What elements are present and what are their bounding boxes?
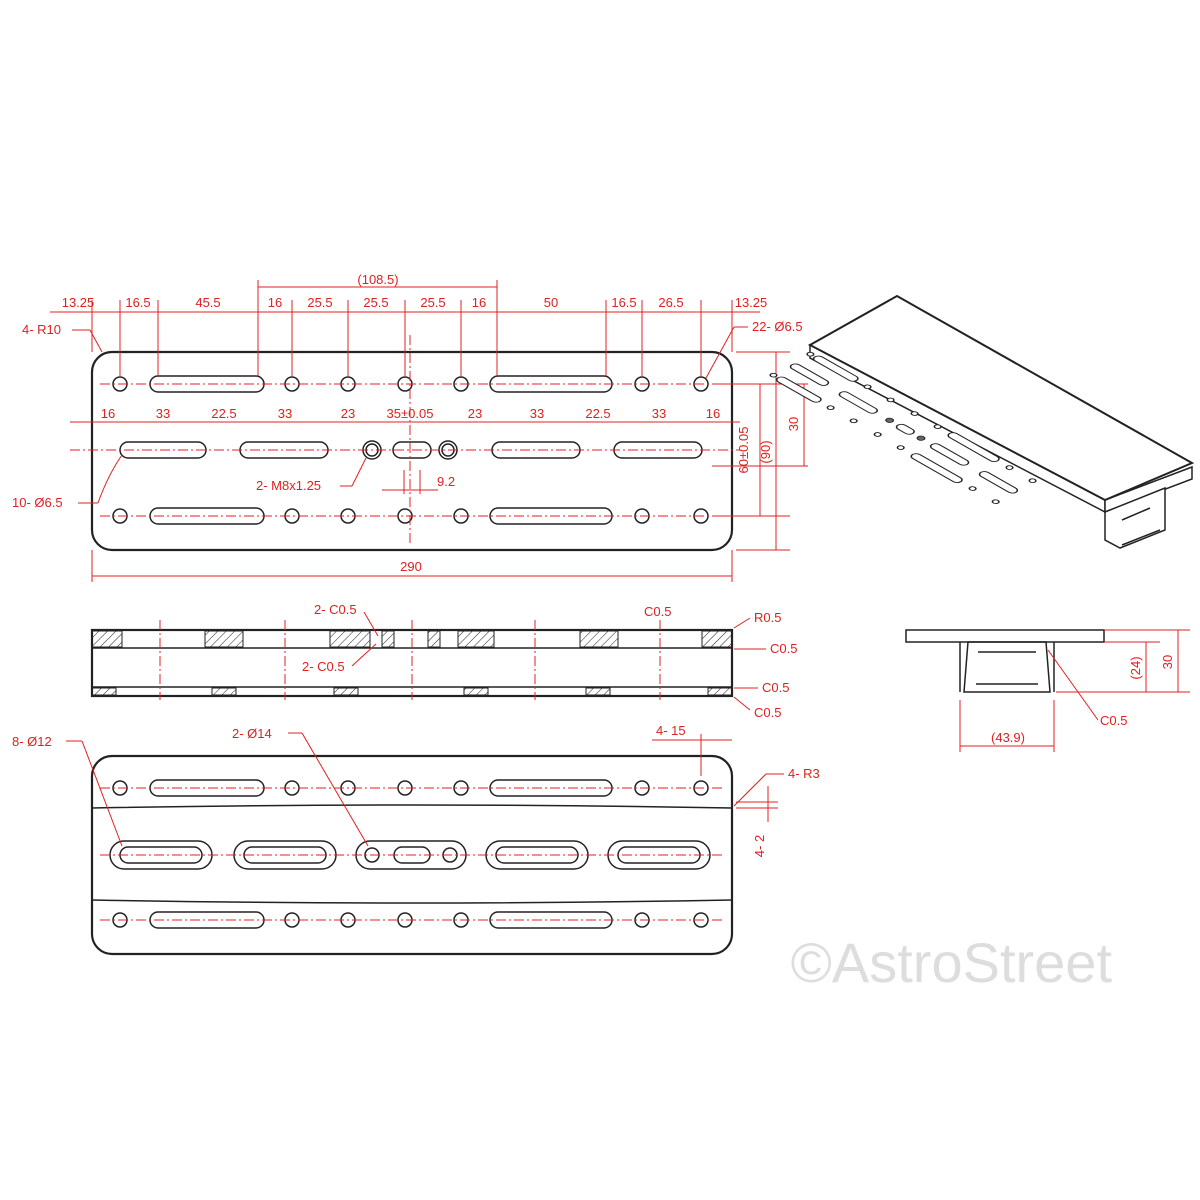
- dim-label: 25.5: [420, 295, 445, 310]
- dim-43-9: (43.9): [991, 730, 1025, 745]
- dim-label: 290: [400, 559, 422, 574]
- section-hatch-top: [91, 630, 733, 648]
- dim-label: 25.5: [307, 295, 332, 310]
- dim-24: (24): [1128, 656, 1143, 679]
- dim-4-2: 4- 2: [752, 835, 767, 857]
- dim-label: 16.5: [125, 295, 150, 310]
- iso-plate-top: [807, 294, 1195, 502]
- dim-label: 25.5: [363, 295, 388, 310]
- top-callouts: 4- R10 22- Ø6.5 10- Ø6.5 2- M8x1.25 9.2: [12, 319, 803, 510]
- callout-c05-mid: 2- C0.5: [302, 659, 345, 674]
- dim-label: 22.5: [211, 406, 236, 421]
- dim-label: 35±0.05: [387, 406, 434, 421]
- dim-label: 33: [156, 406, 170, 421]
- top-plate-outline: [90, 350, 734, 552]
- dim-290: 290: [91, 550, 733, 582]
- callout-c05-c: C0.5: [754, 705, 781, 720]
- right-dims: 60±0.05 (90) 30: [712, 351, 808, 551]
- iso-rail: [1104, 486, 1166, 549]
- dim-label: 33: [652, 406, 666, 421]
- callout-holes-22: 22- Ø6.5: [752, 319, 803, 334]
- dim-label: 50: [544, 295, 558, 310]
- dim-label: (108.5): [357, 272, 398, 287]
- callout-c05-top: 2- C0.5: [314, 602, 357, 617]
- dim-60: 60±0.05: [736, 427, 751, 474]
- dim-label: 22.5: [585, 406, 610, 421]
- watermark: ©AstroStreet: [791, 931, 1113, 994]
- callout-c05-b: C0.5: [762, 680, 789, 695]
- dim-label: 13.25: [62, 295, 95, 310]
- dim-label: 16: [101, 406, 115, 421]
- bottom-view: 8- Ø12 2- Ø14 4- 15 4- R3 4- 2: [12, 723, 820, 956]
- callout-r3: 4- R3: [788, 766, 820, 781]
- callout-c05-a: C0.5: [770, 641, 797, 656]
- dim-label: 33: [530, 406, 544, 421]
- dim-label: 23: [341, 406, 355, 421]
- callout-holes-14: 2- Ø14: [232, 726, 272, 741]
- side-view: (24) 30 (43.9) C0.5: [905, 629, 1190, 752]
- top-view: (108.5) 13.25 16.5 45.5 16 25.5 25.5 25.…: [12, 272, 808, 582]
- section-hatch-bottom: [91, 687, 733, 696]
- dim-label: 16: [472, 295, 486, 310]
- bottom-plate-outline: [90, 754, 734, 956]
- dim-label: 26.5: [658, 295, 683, 310]
- callout-holes-10: 10- Ø6.5: [12, 495, 63, 510]
- section-view: 2- C0.5 2- C0.5 C0.5 R0.5 C0.5 C0.5 C0.5: [90, 602, 797, 720]
- dim-4-15: 4- 15: [656, 723, 686, 738]
- isometric-view: [769, 294, 1195, 549]
- top-centerlines: [70, 335, 740, 545]
- dim-label: 23: [468, 406, 482, 421]
- callout-corner-radius: 4- R10: [22, 322, 61, 337]
- dim-slot-width: 9.2: [437, 474, 455, 489]
- top-extension-lines: [50, 280, 760, 423]
- dim-label: 16: [706, 406, 720, 421]
- dim-30-side: 30: [1160, 655, 1175, 669]
- dim-label: 16: [268, 295, 282, 310]
- dim-90: (90): [758, 440, 773, 463]
- mid-dimensions: 16 33 22.5 33 23 35±0.05 23 33 22.5 33 1…: [101, 406, 720, 421]
- dim-label: 13.25: [735, 295, 768, 310]
- iso-plate-end: [1104, 465, 1193, 514]
- callout-c05-right: C0.5: [644, 604, 671, 619]
- iso-features: [769, 351, 1037, 505]
- callout-holes-12: 8- Ø12: [12, 734, 52, 749]
- dim-label: 33: [278, 406, 292, 421]
- callout-thread: 2- M8x1.25: [256, 478, 321, 493]
- callout-r05: R0.5: [754, 610, 781, 625]
- side-dovetail: [963, 641, 1051, 693]
- dim-label: 45.5: [195, 295, 220, 310]
- dim-label: 16.5: [611, 295, 636, 310]
- side-plate: [905, 629, 1105, 643]
- callout-c05-side: C0.5: [1100, 713, 1127, 728]
- bottom-centerlines: [100, 787, 724, 921]
- top-dimensions: (108.5) 13.25 16.5 45.5 16 25.5 25.5 25.…: [62, 272, 768, 310]
- section-centerlines: [159, 620, 661, 700]
- dim-30: 30: [786, 417, 801, 431]
